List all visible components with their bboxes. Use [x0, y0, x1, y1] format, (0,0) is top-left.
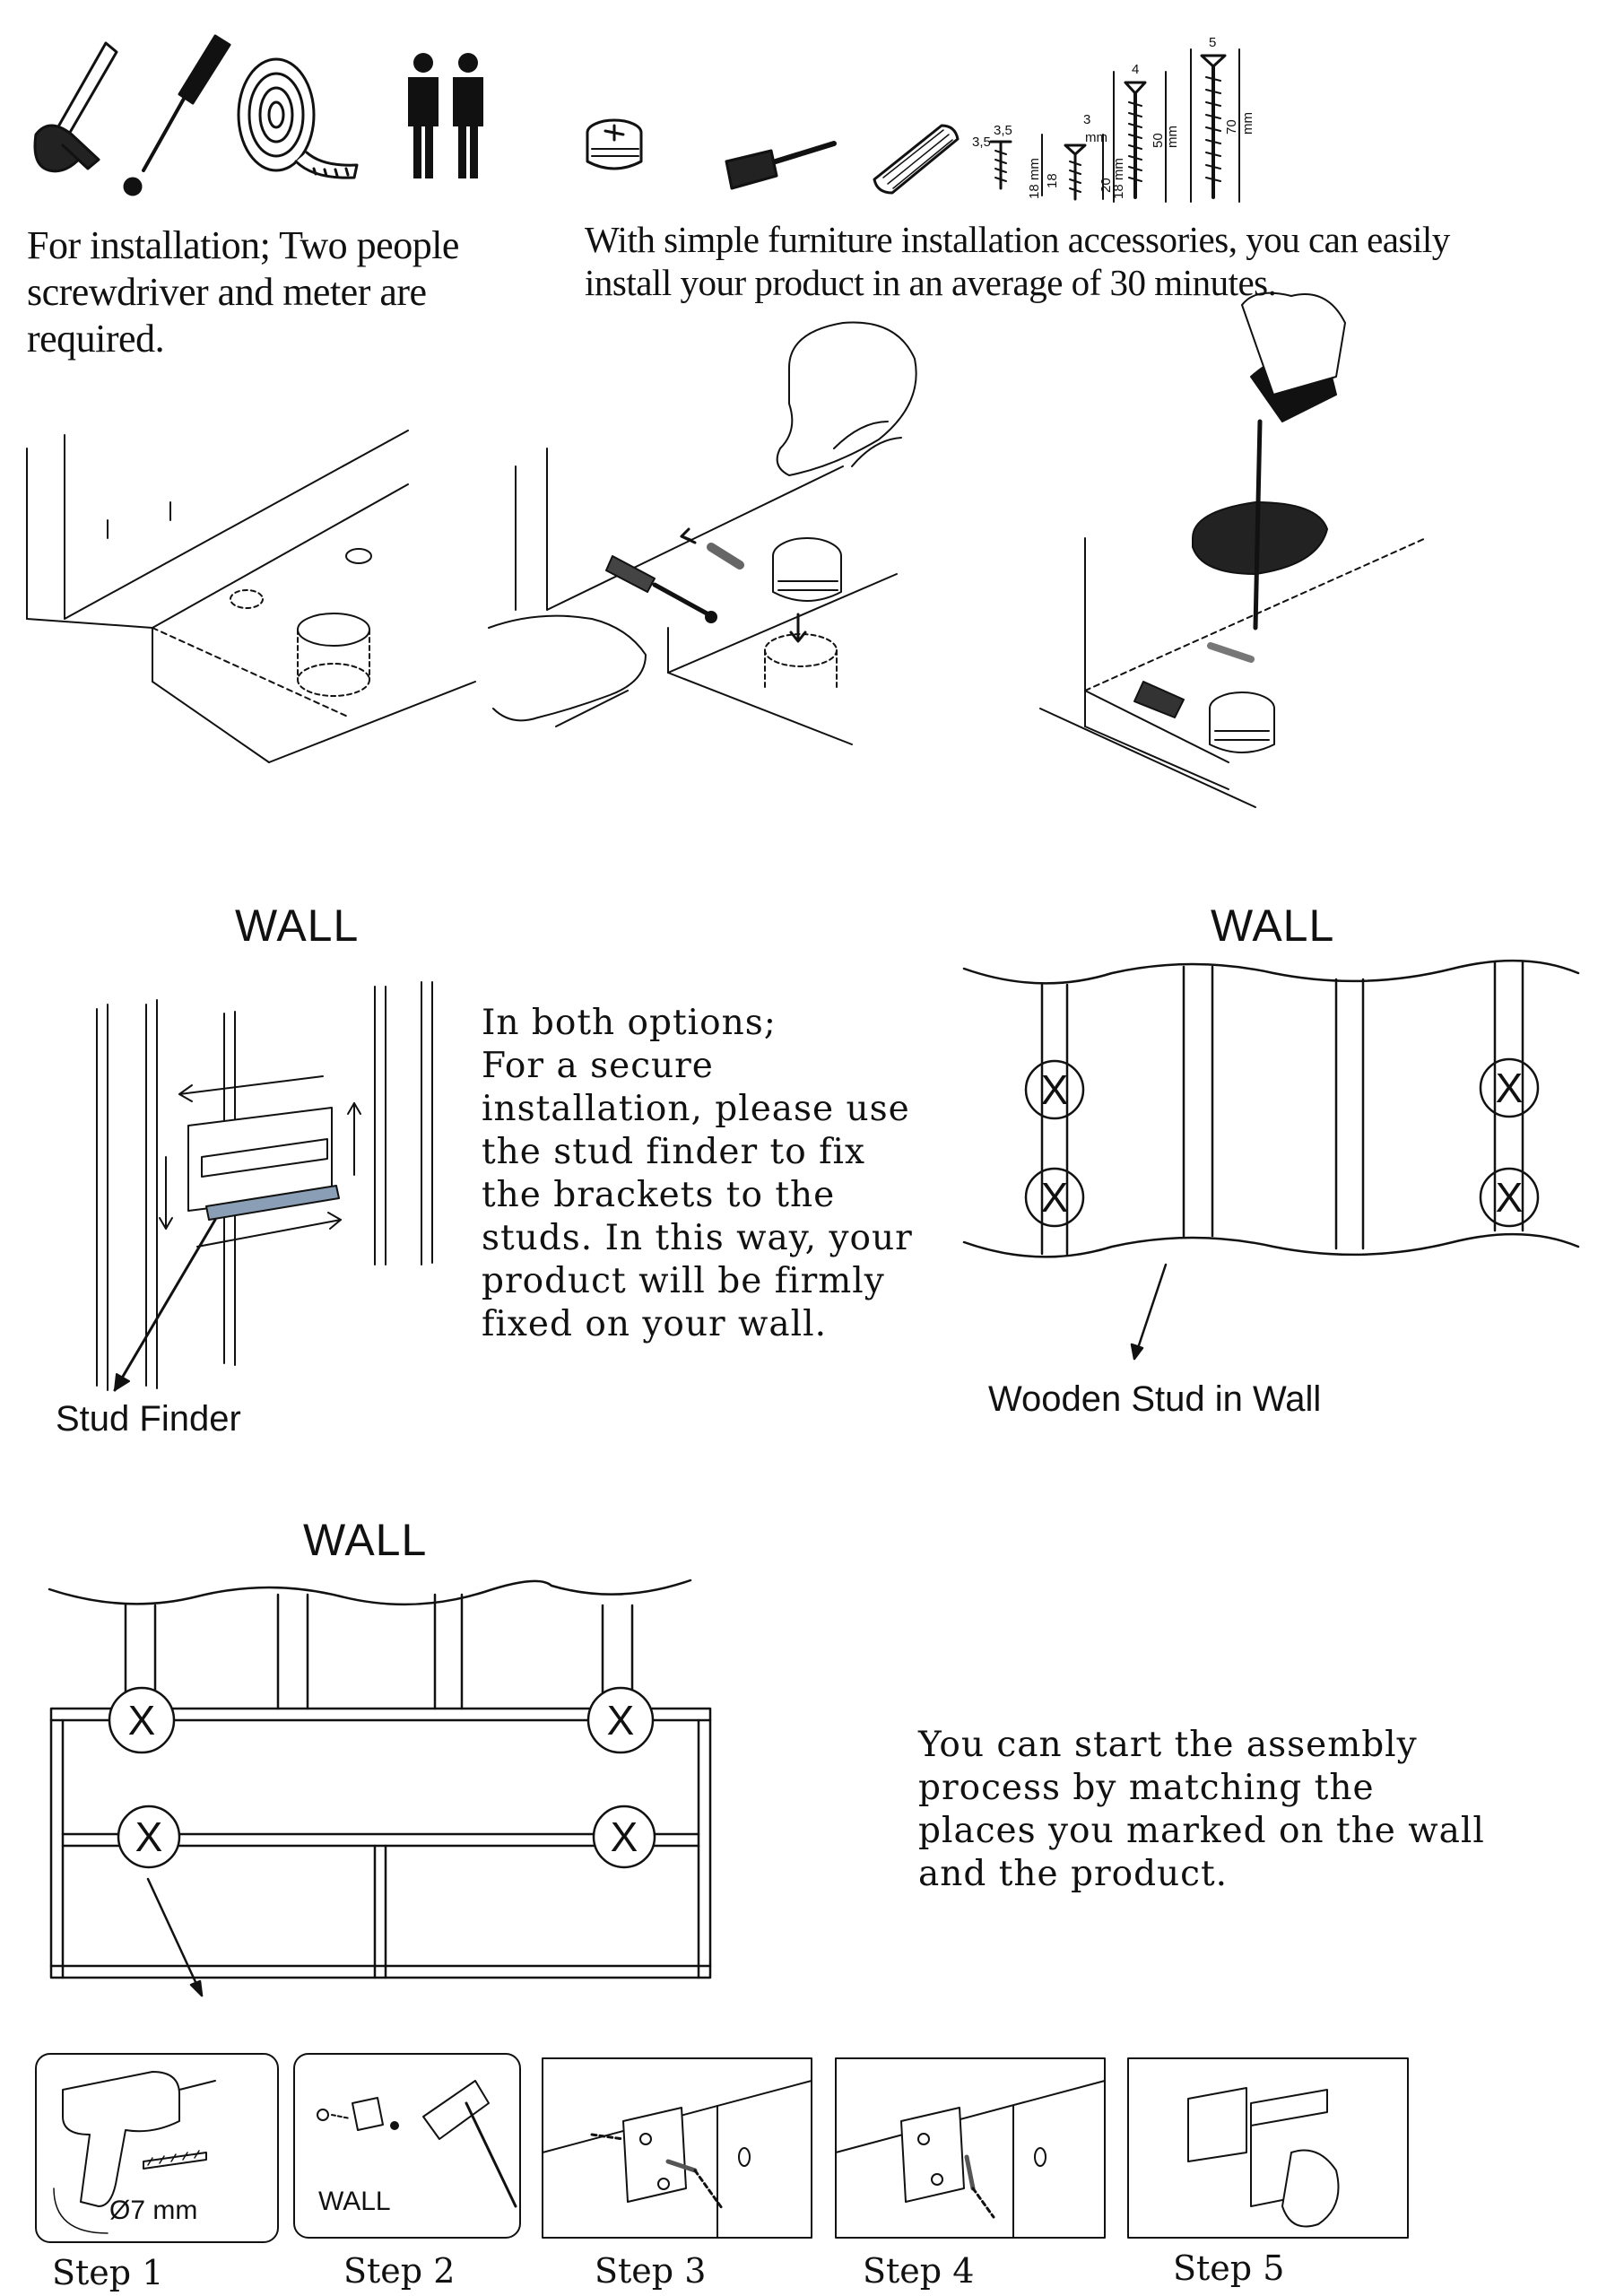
- stud-mark-x: X: [1041, 1066, 1069, 1113]
- step-5-label: Step 5: [1173, 2248, 1285, 2288]
- wall-title-assembly: WALL: [303, 1515, 428, 1565]
- step-2-wall-label: WALL: [318, 2187, 391, 2216]
- screwdriver-icon: [123, 34, 231, 196]
- screw-b-diameter: 3: [1083, 112, 1090, 127]
- shelf-mark-x: X: [128, 1697, 156, 1744]
- wooden-stud-label: Wooden Stud in Wall: [988, 1379, 1322, 1419]
- screw-b-length2: 18 mm: [1111, 158, 1126, 199]
- cam-lock-diagram-2: [488, 321, 917, 745]
- stud-mark-x: X: [1496, 1174, 1524, 1221]
- cam-lock-diagram-1: [26, 430, 476, 763]
- drill-bit-size: Ø7 mm: [109, 2196, 198, 2225]
- tape-measure-icon: [237, 57, 359, 179]
- screw-d-unit: mm: [1240, 112, 1255, 135]
- screw-b-length: 20: [1099, 178, 1114, 193]
- screw-a-diameter: 3,5: [994, 123, 1012, 138]
- assembly-instruction-text: You can start the assembly process by ma…: [918, 1725, 1485, 1894]
- step-1-panel: [35, 2053, 279, 2243]
- screw-c-length: 50: [1151, 133, 1166, 148]
- accessories-text: With simple furniture installation acces…: [585, 219, 1450, 303]
- tools-requirement-text: For installation; Two people screwdriver…: [27, 223, 459, 361]
- screw-c-diameter: 4: [1132, 62, 1139, 77]
- wall-title-right: WALL: [1211, 900, 1335, 951]
- shelf-mark-x: X: [611, 1813, 638, 1860]
- screw-d-diameter: 5: [1209, 35, 1216, 50]
- step-4-panel: [835, 2057, 1106, 2239]
- stud-finder-label: Stud Finder: [56, 1399, 241, 1439]
- cam-lock-icon: [586, 118, 643, 170]
- screw-a-length: 18: [1045, 173, 1060, 188]
- cam-bolt-icon: [725, 141, 837, 190]
- screw-a-length2: 18 mm: [1027, 158, 1042, 199]
- wall-title-left: WALL: [235, 900, 360, 951]
- hammer-icon: [33, 41, 118, 173]
- screw-d-length: 70: [1224, 119, 1239, 135]
- stud-finder-diagram: [96, 981, 433, 1392]
- step-1-label: Step 1: [52, 2253, 164, 2292]
- shelf-mark-x: X: [607, 1697, 635, 1744]
- wall-stud-diagram: [962, 959, 1580, 1361]
- screw-b-unit: mm: [1085, 130, 1107, 145]
- step-2-panel: [293, 2053, 521, 2239]
- stud-instruction-text: In both options; For a secure installati…: [482, 1003, 913, 1344]
- step-4-label: Step 4: [863, 2251, 975, 2291]
- step-5-panel: [1127, 2057, 1409, 2239]
- two-people-icon: [408, 53, 483, 178]
- stud-mark-x: X: [1496, 1065, 1524, 1111]
- screw-c-unit: mm: [1165, 126, 1180, 148]
- step-3-label: Step 3: [595, 2251, 707, 2291]
- screw-icon: [989, 48, 1240, 203]
- screw-a-head: 3,5: [972, 135, 991, 150]
- shelf-wall-diagram: [48, 1578, 712, 1997]
- shelf-mark-x: X: [135, 1813, 163, 1860]
- cam-lock-diagram-3: [1039, 291, 1427, 808]
- step-3-panel: [542, 2057, 812, 2239]
- step-2-label: Step 2: [343, 2251, 456, 2291]
- wooden-dowel-icon: [873, 124, 960, 195]
- stud-mark-x: X: [1041, 1174, 1069, 1221]
